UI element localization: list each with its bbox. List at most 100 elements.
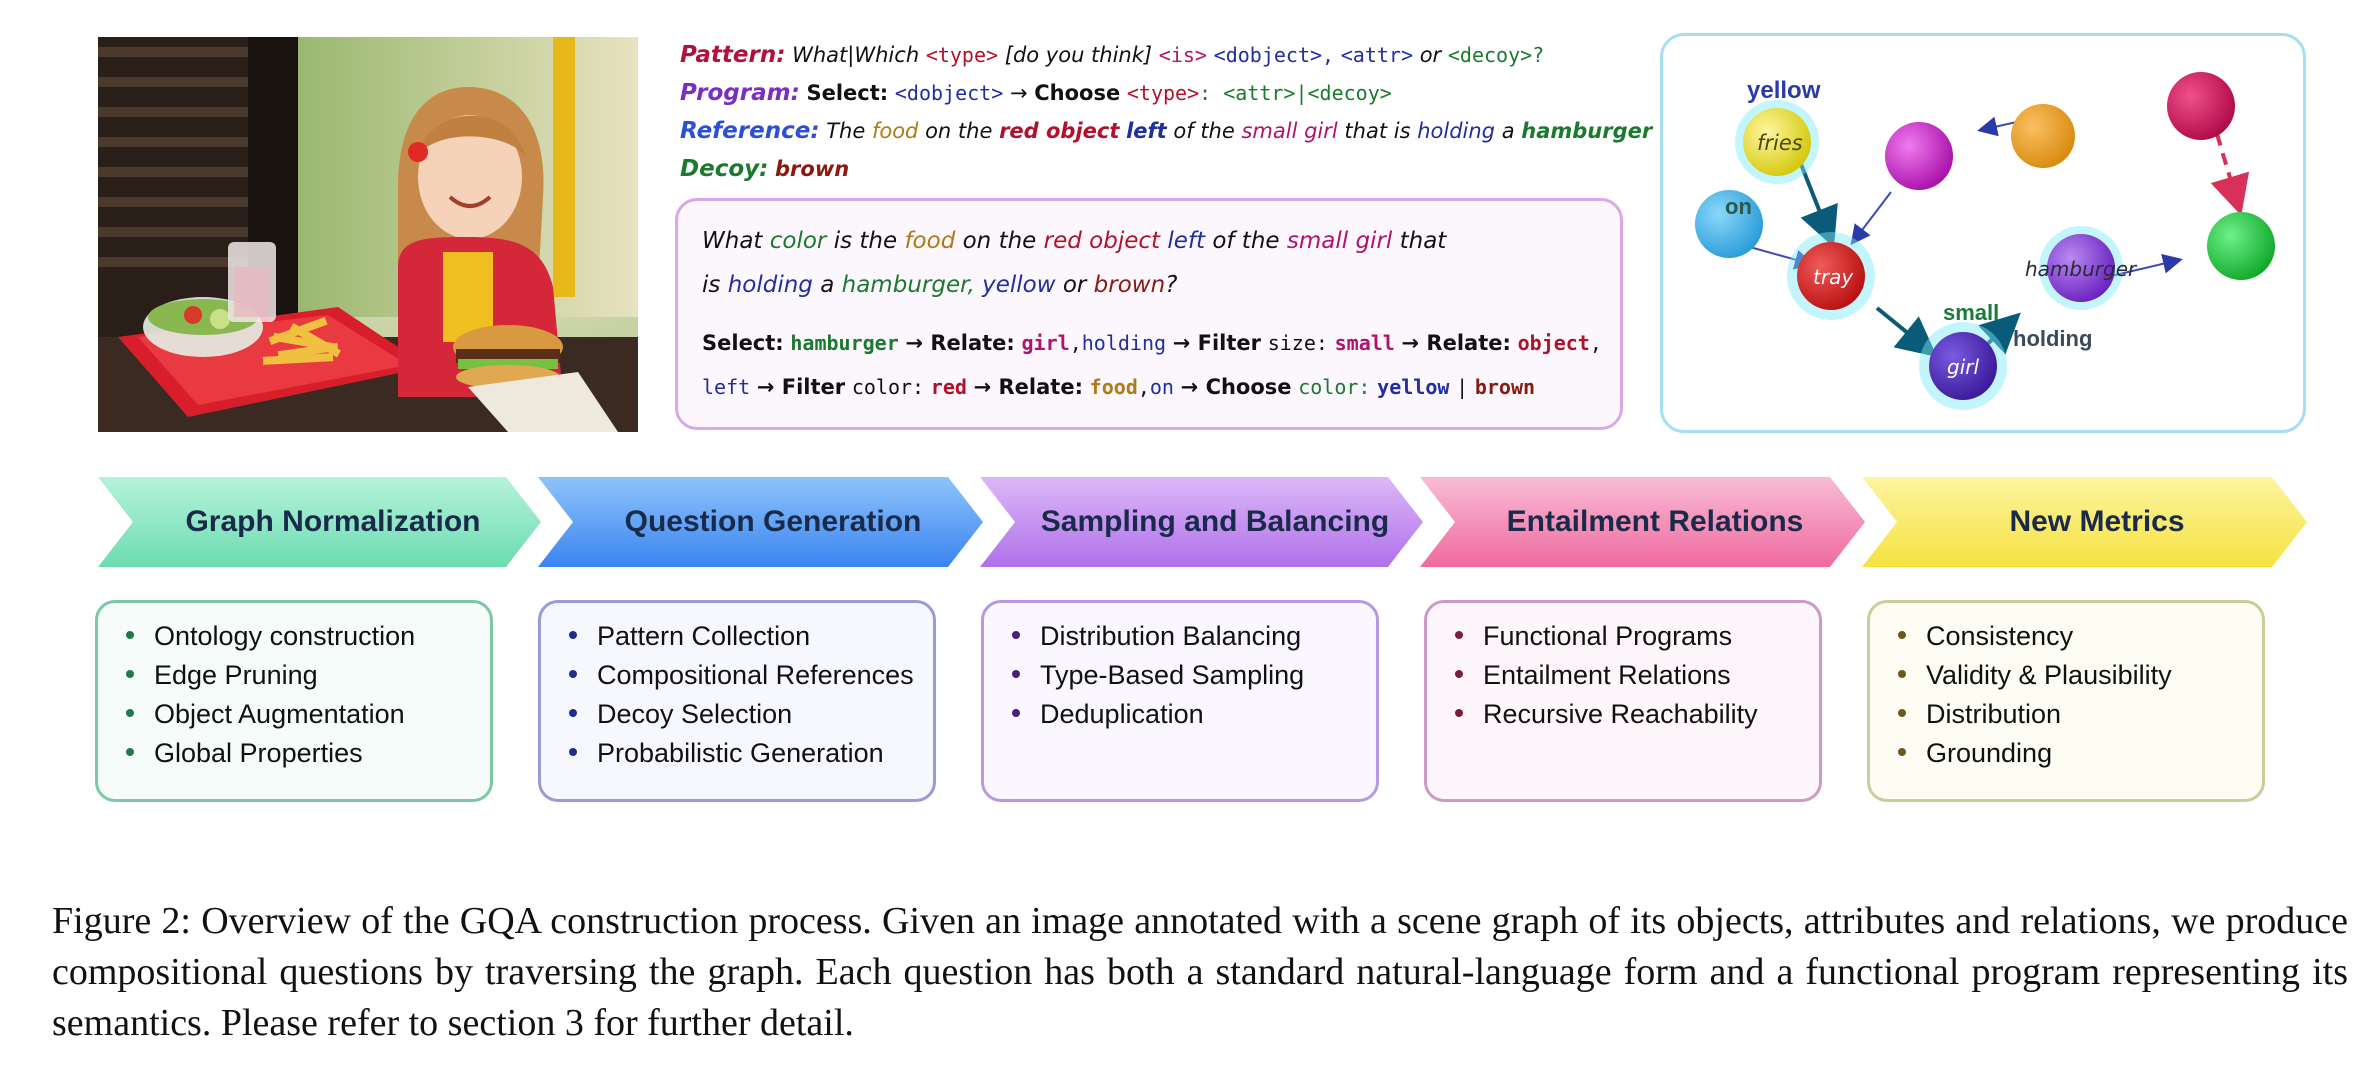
pattern-is: <is> bbox=[1158, 43, 1207, 67]
question-word: a bbox=[820, 272, 835, 298]
question-word: What bbox=[702, 228, 763, 254]
graph-label-tray: tray bbox=[1813, 265, 1854, 289]
list-item: Global Properties bbox=[124, 734, 415, 773]
list-item: Consistency bbox=[1896, 617, 2172, 656]
reference-word: red object bbox=[999, 119, 1120, 143]
program-token: color: bbox=[1298, 375, 1371, 399]
question-word: brown bbox=[1093, 272, 1166, 298]
list-item: Edge Pruning bbox=[124, 656, 415, 695]
program-token: holding bbox=[1081, 331, 1167, 355]
graph-label-hamburger: hamburger bbox=[2025, 257, 2138, 281]
pattern-label: Pattern: bbox=[680, 42, 786, 68]
question-word: red object bbox=[1043, 228, 1161, 254]
question-word: food bbox=[904, 228, 956, 254]
question-word: or bbox=[1062, 272, 1087, 298]
program-token: → Relate: bbox=[905, 331, 1015, 355]
program-token: size: bbox=[1267, 331, 1328, 355]
graph-label-fries: fries bbox=[1757, 131, 1803, 155]
list-item: Grounding bbox=[1896, 734, 2172, 773]
stage-arrow-question-generation bbox=[538, 477, 983, 567]
list-item: Compositional References bbox=[567, 656, 914, 695]
reference-line: Reference: The food on the red object le… bbox=[680, 112, 1652, 150]
program-token: girl bbox=[1021, 331, 1070, 355]
node-cyan bbox=[1695, 190, 1763, 258]
graph-label-girl: girl bbox=[1947, 355, 1979, 379]
question-program-box: What color is the food on the red object… bbox=[675, 198, 1623, 430]
question-word: ? bbox=[1165, 272, 1178, 298]
reference-label: Reference: bbox=[680, 118, 820, 144]
program-token: Select: bbox=[702, 331, 784, 355]
program-token: on bbox=[1149, 375, 1174, 399]
reference-word: The bbox=[826, 119, 866, 143]
list-item: Probabilistic Generation bbox=[567, 734, 914, 773]
stage-box-new-metrics: Consistency Validity & Plausibility Dist… bbox=[1867, 600, 2265, 802]
list-item: Distribution bbox=[1896, 695, 2172, 734]
list-item: Functional Programs bbox=[1453, 617, 1758, 656]
program-token: small bbox=[1334, 331, 1395, 355]
question-word: is bbox=[702, 272, 721, 298]
pattern-type: <type> bbox=[925, 43, 999, 67]
pattern-decoy: <decoy>? bbox=[1447, 43, 1545, 67]
program-token: → Filter bbox=[1172, 331, 1262, 355]
reference-word: hamburger bbox=[1521, 119, 1653, 143]
pipeline-stages: Graph Normalization Question Generation … bbox=[98, 477, 2308, 567]
question-word: yellow bbox=[982, 272, 1056, 298]
question-word: holding bbox=[727, 272, 813, 298]
question-word: that bbox=[1399, 228, 1447, 254]
program-token: | bbox=[1456, 375, 1469, 399]
program-attr-decoy: : <attr>|<decoy> bbox=[1199, 81, 1392, 105]
program-token: , bbox=[1137, 375, 1150, 399]
program-token: food bbox=[1089, 375, 1138, 399]
functional-program: Select: hamburger → Relate: girl,holding… bbox=[702, 321, 1602, 409]
list-item: Entailment Relations bbox=[1453, 656, 1758, 695]
program-line: Program: Select: <dobject> → Choose <typ… bbox=[680, 74, 1640, 112]
stage-title: Graph Normalization bbox=[185, 505, 481, 538]
node-girl bbox=[1929, 332, 1997, 400]
stage-title: Entailment Relations bbox=[1506, 505, 1804, 538]
stage-arrow-new-metrics bbox=[1862, 477, 2307, 567]
decoy-line: Decoy: brown bbox=[680, 150, 1640, 188]
natural-language-question: What color is the food on the red object… bbox=[702, 219, 1446, 307]
program-token: hamburger bbox=[790, 331, 899, 355]
program-token: object bbox=[1517, 331, 1590, 355]
program-dobject: <dobject> bbox=[894, 81, 1004, 105]
graph-edge bbox=[1850, 191, 1892, 246]
figure-caption: Figure 2: Overview of the GQA constructi… bbox=[52, 900, 2348, 1044]
stage-arrow-graph-normalization bbox=[98, 477, 541, 567]
stage-title: Sampling and Balancing bbox=[1040, 505, 1390, 538]
node-fries bbox=[1743, 108, 1811, 176]
reference-word: left bbox=[1126, 119, 1167, 143]
stage-box-entailment-relations: Functional Programs Entailment Relations… bbox=[1424, 600, 1822, 802]
stage-arrow-entailment-relations bbox=[1420, 477, 1865, 567]
scene-graph-panel: yellow fries on tray small girl hamburge… bbox=[1660, 33, 2306, 433]
program-type: <type> bbox=[1126, 81, 1200, 105]
list-item: Deduplication bbox=[1010, 695, 1304, 734]
stage-title: New Metrics bbox=[2009, 505, 2185, 538]
program-token: color: bbox=[851, 375, 925, 399]
program-label: Program: bbox=[680, 80, 800, 106]
question-word: color bbox=[769, 228, 827, 254]
graph-edge-dashed bbox=[2210, 133, 2250, 216]
reference-word: on the bbox=[925, 119, 993, 143]
reference-word: that is bbox=[1344, 119, 1411, 143]
program-token: brown bbox=[1474, 375, 1536, 399]
question-template-block: Pattern: What|Which <type> [do you think… bbox=[680, 36, 1652, 188]
girl-eating-photo bbox=[98, 37, 638, 432]
reference-word: food bbox=[871, 119, 919, 143]
program-token: → Filter bbox=[756, 375, 846, 399]
decoy-label: Decoy: bbox=[680, 156, 769, 182]
question-word: on the bbox=[962, 228, 1037, 254]
pattern-or: or bbox=[1419, 43, 1442, 67]
node-crimson bbox=[2167, 72, 2235, 140]
program-token: yellow bbox=[1377, 375, 1450, 399]
program-arrow: → bbox=[1009, 81, 1028, 105]
node-green bbox=[2207, 212, 2275, 280]
program-choose: Choose bbox=[1034, 81, 1121, 105]
program-token: → Relate: bbox=[973, 375, 1083, 399]
question-word: hamburger, bbox=[841, 272, 975, 298]
program-token: , bbox=[1069, 331, 1082, 355]
list-item: Object Augmentation bbox=[124, 695, 415, 734]
question-word: is the bbox=[833, 228, 898, 254]
list-item: Type-Based Sampling bbox=[1010, 656, 1304, 695]
question-word: of the bbox=[1212, 228, 1280, 254]
